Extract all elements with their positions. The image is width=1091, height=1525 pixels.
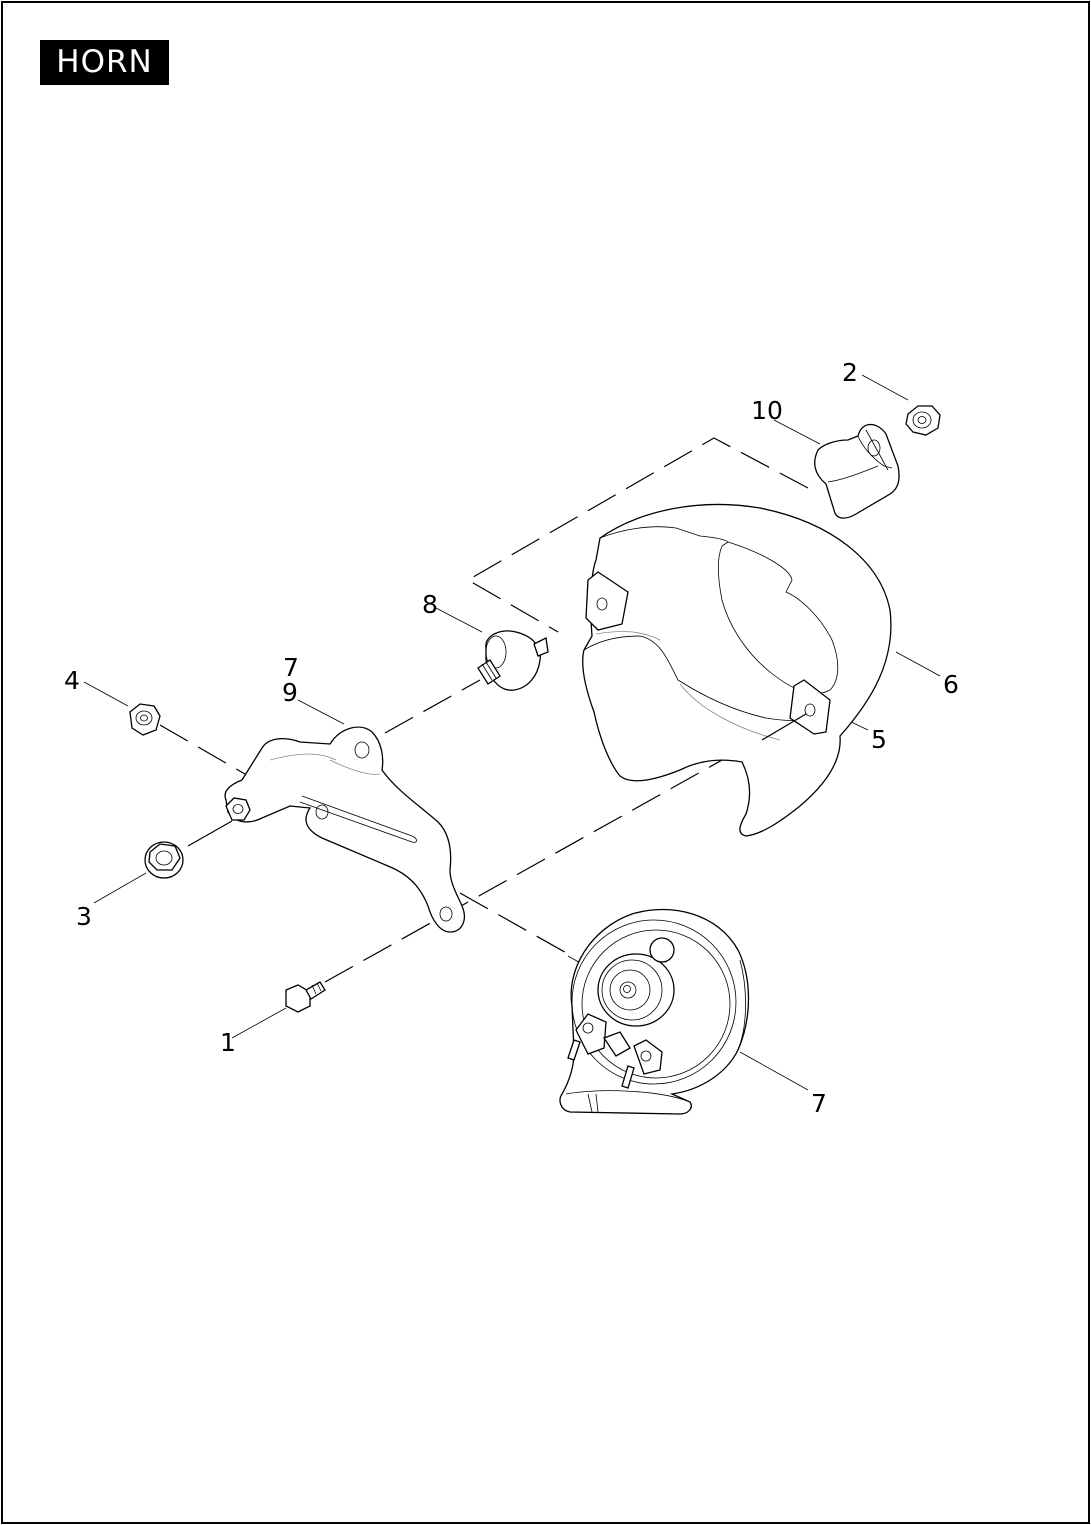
nut-part-4	[129, 703, 161, 736]
callout-4: 4	[64, 666, 80, 695]
callout-8: 8	[422, 590, 438, 619]
horn-cover-part-6	[582, 503, 892, 837]
callout-6: 6	[943, 670, 959, 699]
callout-10: 10	[751, 396, 783, 425]
bolt-part-1	[285, 981, 326, 1013]
rubber-mount-part-8	[477, 630, 549, 691]
clip-part-10	[814, 423, 900, 519]
nut-part-2	[905, 405, 941, 436]
callout-7-horn: 7	[811, 1089, 827, 1118]
callout-1: 1	[220, 1028, 236, 1057]
callout-2: 2	[842, 358, 858, 387]
callout-9: 9	[282, 678, 298, 707]
callout-7-bracket: 7	[283, 653, 299, 682]
page-title: HORN	[40, 40, 169, 85]
horn-part-7	[559, 908, 750, 1115]
flange-nut-part-3	[144, 841, 184, 879]
callout-labels: 1 2 3 4 5 6 7 9 8 10 7	[64, 358, 959, 1118]
callout-3: 3	[76, 902, 92, 931]
horn-bracket-part-9	[224, 726, 465, 933]
callout-5: 5	[871, 725, 887, 754]
